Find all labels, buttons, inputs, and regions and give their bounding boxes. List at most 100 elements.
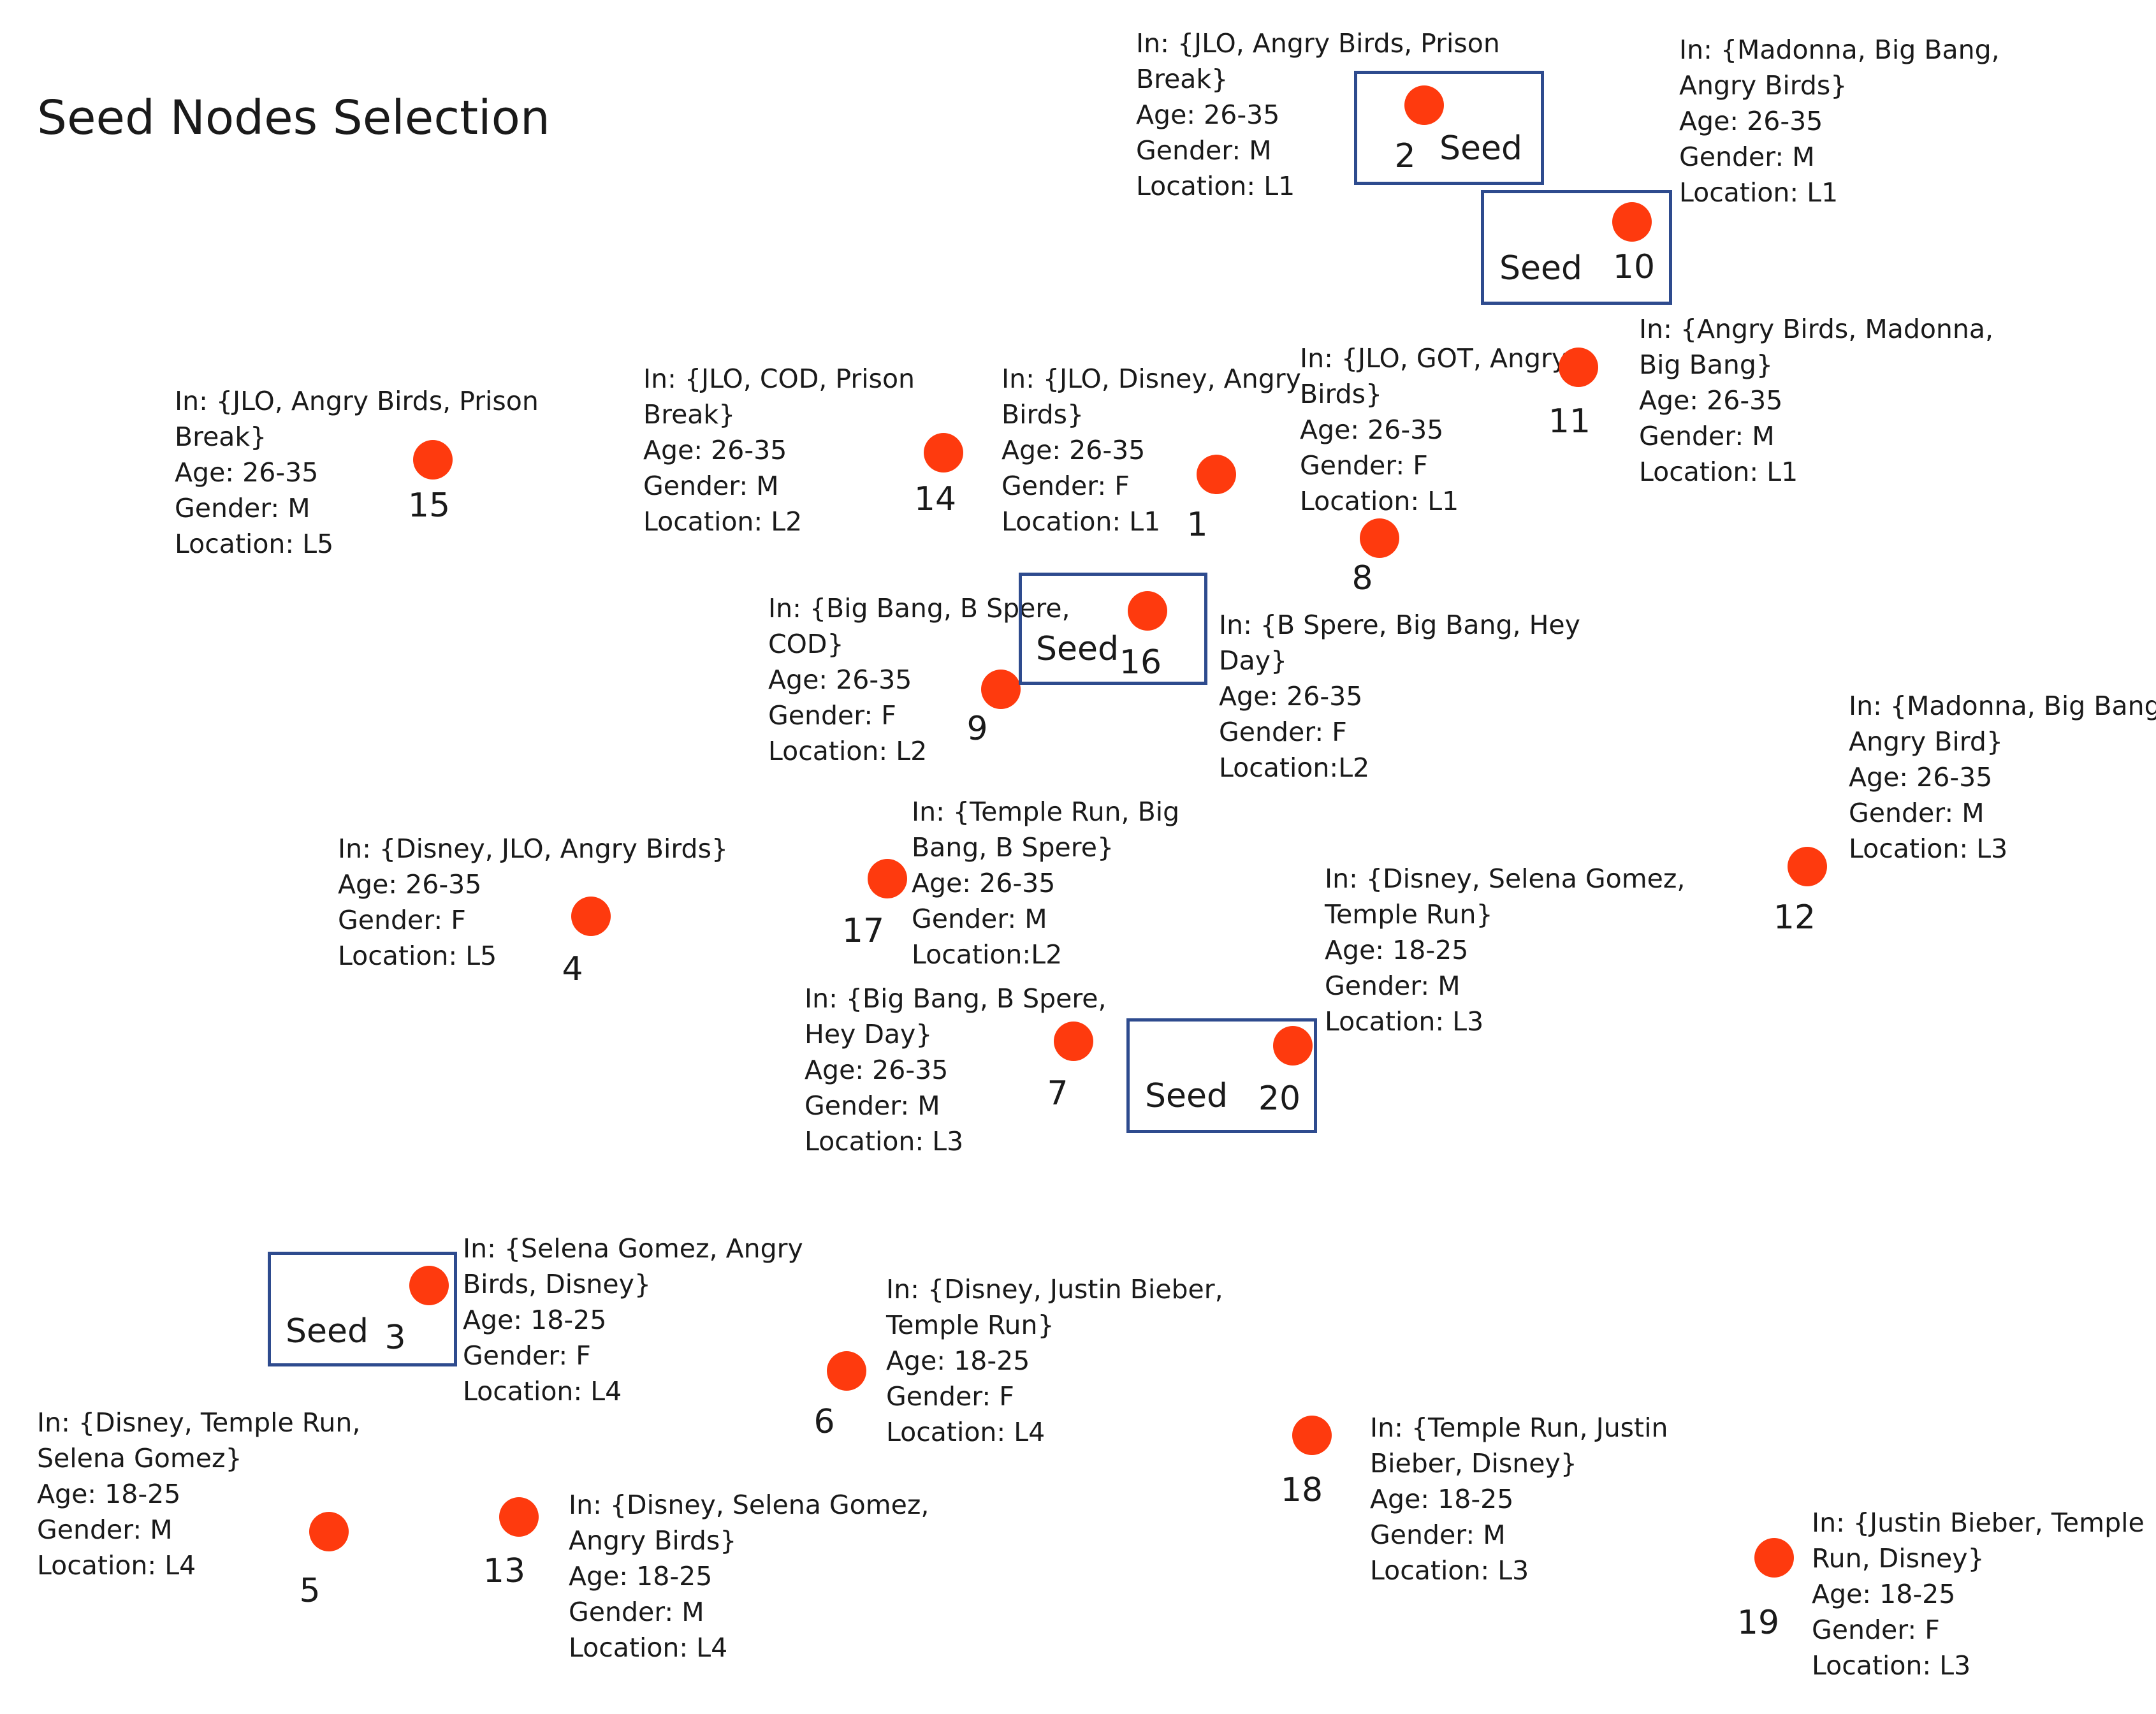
node-number-17: 17: [841, 912, 885, 950]
age-text: Age: 18-25: [1325, 935, 1469, 965]
node-number-20: 20: [1258, 1080, 1301, 1118]
node-dot-8[interactable]: [1360, 518, 1399, 558]
node-number-5: 5: [299, 1572, 321, 1610]
age-text: Age: 26-35: [805, 1055, 949, 1085]
age-text: Age: 26-35: [1002, 435, 1146, 465]
node-dot-2[interactable]: [1404, 85, 1444, 125]
gender-text: Gender: F: [338, 905, 466, 935]
seed-box-16: [1019, 573, 1207, 685]
gender-text: Gender: M: [805, 1090, 940, 1121]
seed-box-10: [1481, 190, 1672, 305]
node-dot-4[interactable]: [571, 897, 611, 936]
interests-line-2: Temple Run}: [1325, 899, 1493, 930]
interests-line-1: In: {JLO, Angry Birds, Prison: [175, 386, 539, 416]
interests-line-2: Big Bang}: [1639, 349, 1773, 380]
age-text: Age: 18-25: [37, 1479, 181, 1509]
seed-label-16: Seed: [1036, 630, 1119, 668]
interests-line-1: In: {JLO, GOT, Angry: [1300, 343, 1568, 374]
location-text: Location: L4: [886, 1417, 1045, 1447]
gender-text: Gender: M: [1849, 798, 1985, 828]
node-dot-13[interactable]: [499, 1497, 539, 1537]
node-dot-9[interactable]: [981, 670, 1021, 709]
node-number-15: 15: [407, 487, 451, 525]
location-text: Location: L1: [1639, 457, 1798, 487]
interests-line-1: In: {Disney, Selena Gomez,: [569, 1490, 929, 1520]
interests-line-2: Angry Bird}: [1849, 726, 2003, 757]
location-text: Location: L1: [1300, 486, 1459, 516]
interests-line-1: In: {Disney, Selena Gomez,: [1325, 863, 1686, 894]
interests-line-1: In: {Angry Birds, Madonna,: [1639, 314, 1994, 344]
interests-line-2: Angry Birds}: [569, 1525, 737, 1556]
seed-label-2: Seed: [1439, 129, 1522, 168]
interests-line-1: In: {Temple Run, Justin: [1370, 1412, 1668, 1443]
age-text: Age: 18-25: [463, 1305, 607, 1335]
node-dot-19[interactable]: [1754, 1538, 1794, 1578]
gender-text: Gender: F: [768, 700, 896, 731]
node-dot-16[interactable]: [1128, 591, 1167, 631]
location-text: Location: L3: [805, 1126, 964, 1157]
node-dot-14[interactable]: [924, 433, 963, 472]
interests-line-2: Birds}: [1002, 399, 1084, 430]
node-dot-18[interactable]: [1292, 1416, 1332, 1455]
node-dot-12[interactable]: [1788, 847, 1827, 886]
node-dot-7[interactable]: [1054, 1022, 1093, 1061]
node-dot-17[interactable]: [868, 859, 907, 898]
location-text: Location: L4: [463, 1376, 622, 1407]
node-dot-1[interactable]: [1197, 455, 1236, 494]
interests-line-1: In: {Selena Gomez, Angry: [463, 1233, 803, 1264]
gender-text: Gender: M: [1325, 971, 1460, 1001]
interests-line-2: Angry Birds}: [1679, 70, 1847, 101]
node-number-4: 4: [562, 950, 583, 988]
interests-line-1: In: {Big Bang, B Spere,: [805, 983, 1107, 1014]
age-text: Age: 26-35: [1300, 414, 1444, 445]
interests-line-2: Bang, B Spere}: [912, 832, 1114, 863]
node-number-7: 7: [1047, 1074, 1068, 1113]
interests-line-1: In: {Temple Run, Big: [912, 796, 1180, 827]
interests-line-1: In: {Madonna, Big Bang,: [1679, 34, 2000, 65]
node-number-2: 2: [1394, 137, 1416, 175]
node-number-3: 3: [384, 1319, 406, 1357]
seed-label-3: Seed: [286, 1312, 368, 1351]
location-text: Location: L5: [175, 529, 334, 559]
node-dot-15[interactable]: [413, 440, 453, 480]
location-text: Location: L3: [1849, 833, 2008, 864]
gender-text: Gender: M: [1136, 135, 1272, 166]
node-dot-11[interactable]: [1559, 348, 1598, 387]
gender-text: Gender: F: [1300, 450, 1428, 481]
location-text: Location:L2: [912, 939, 1063, 970]
node-info-4: In: {Disney, JLO, Angry Birds}Age: 26-35…: [338, 831, 728, 974]
age-text: Age: 26-35: [643, 435, 787, 465]
node-dot-6[interactable]: [827, 1351, 866, 1391]
gender-text: Gender: M: [1370, 1520, 1506, 1550]
location-text: Location: L1: [1002, 506, 1161, 537]
node-number-14: 14: [914, 480, 957, 518]
node-info-10: In: {Madonna, Big Bang,Angry Birds}Age: …: [1679, 32, 2000, 210]
seed-label-20: Seed: [1145, 1077, 1228, 1115]
interests-line-2: Bieber, Disney}: [1370, 1448, 1577, 1479]
node-dot-3[interactable]: [409, 1266, 449, 1305]
interests-line-1: In: {Justin Bieber, Temple: [1812, 1507, 2145, 1538]
gender-text: Gender: F: [463, 1340, 591, 1371]
location-text: Location: L2: [643, 506, 803, 537]
node-dot-10[interactable]: [1612, 202, 1652, 242]
interests-line-2: COD}: [768, 629, 844, 659]
interests-line-2: Break}: [643, 399, 736, 430]
interests-line-2: Break}: [1136, 64, 1228, 94]
location-text: Location:L2: [1219, 752, 1370, 783]
node-dot-5[interactable]: [309, 1512, 349, 1551]
seed-box-2: [1354, 71, 1544, 185]
age-text: Age: 26-35: [1849, 762, 1993, 793]
interests-line-1: In: {JLO, COD, Prison: [643, 363, 915, 394]
node-dot-20[interactable]: [1273, 1026, 1313, 1066]
node-info-7: In: {Big Bang, B Spere,Hey Day}Age: 26-3…: [805, 981, 1107, 1159]
gender-text: Gender: M: [912, 904, 1047, 934]
gender-text: Gender: M: [37, 1514, 173, 1545]
seed-box-20: [1126, 1018, 1317, 1133]
